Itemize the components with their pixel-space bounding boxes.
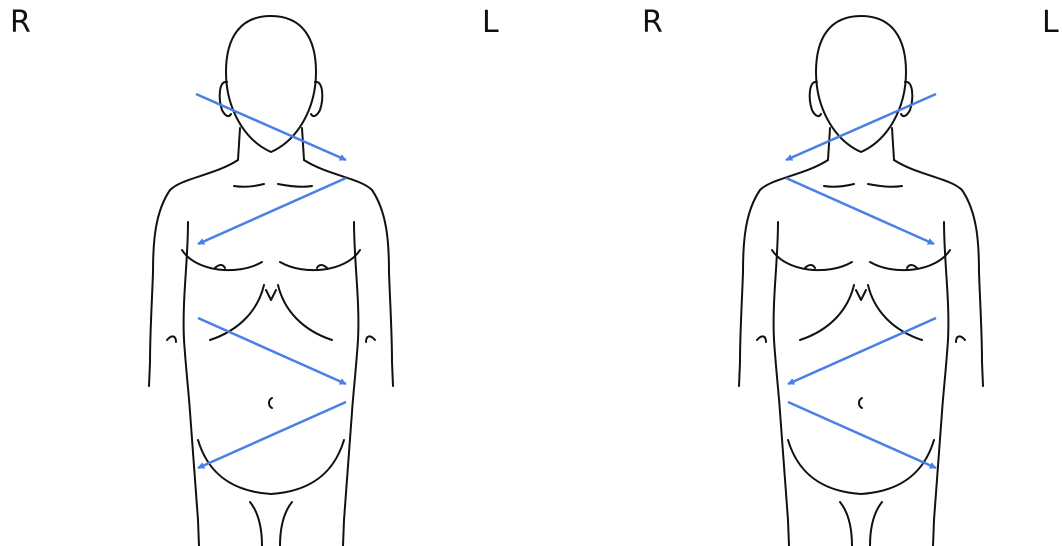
figure-1-arrow-2 [198,178,346,244]
figure-2-arrow-1 [786,94,936,160]
figure-1-arrow-4 [198,402,346,468]
figure-1-arrow-3 [198,318,346,384]
figure-2-arrows [786,94,936,468]
figure-2-arrow-3 [788,318,936,384]
figure-2-body-outline [739,16,983,546]
figure-1-arrows [196,94,346,468]
figure-2-arrow-4 [788,402,936,468]
figure-1-body-outline [149,16,393,546]
figure-1-arrow-1 [196,94,346,160]
figure-2-arrow-2 [786,178,934,244]
